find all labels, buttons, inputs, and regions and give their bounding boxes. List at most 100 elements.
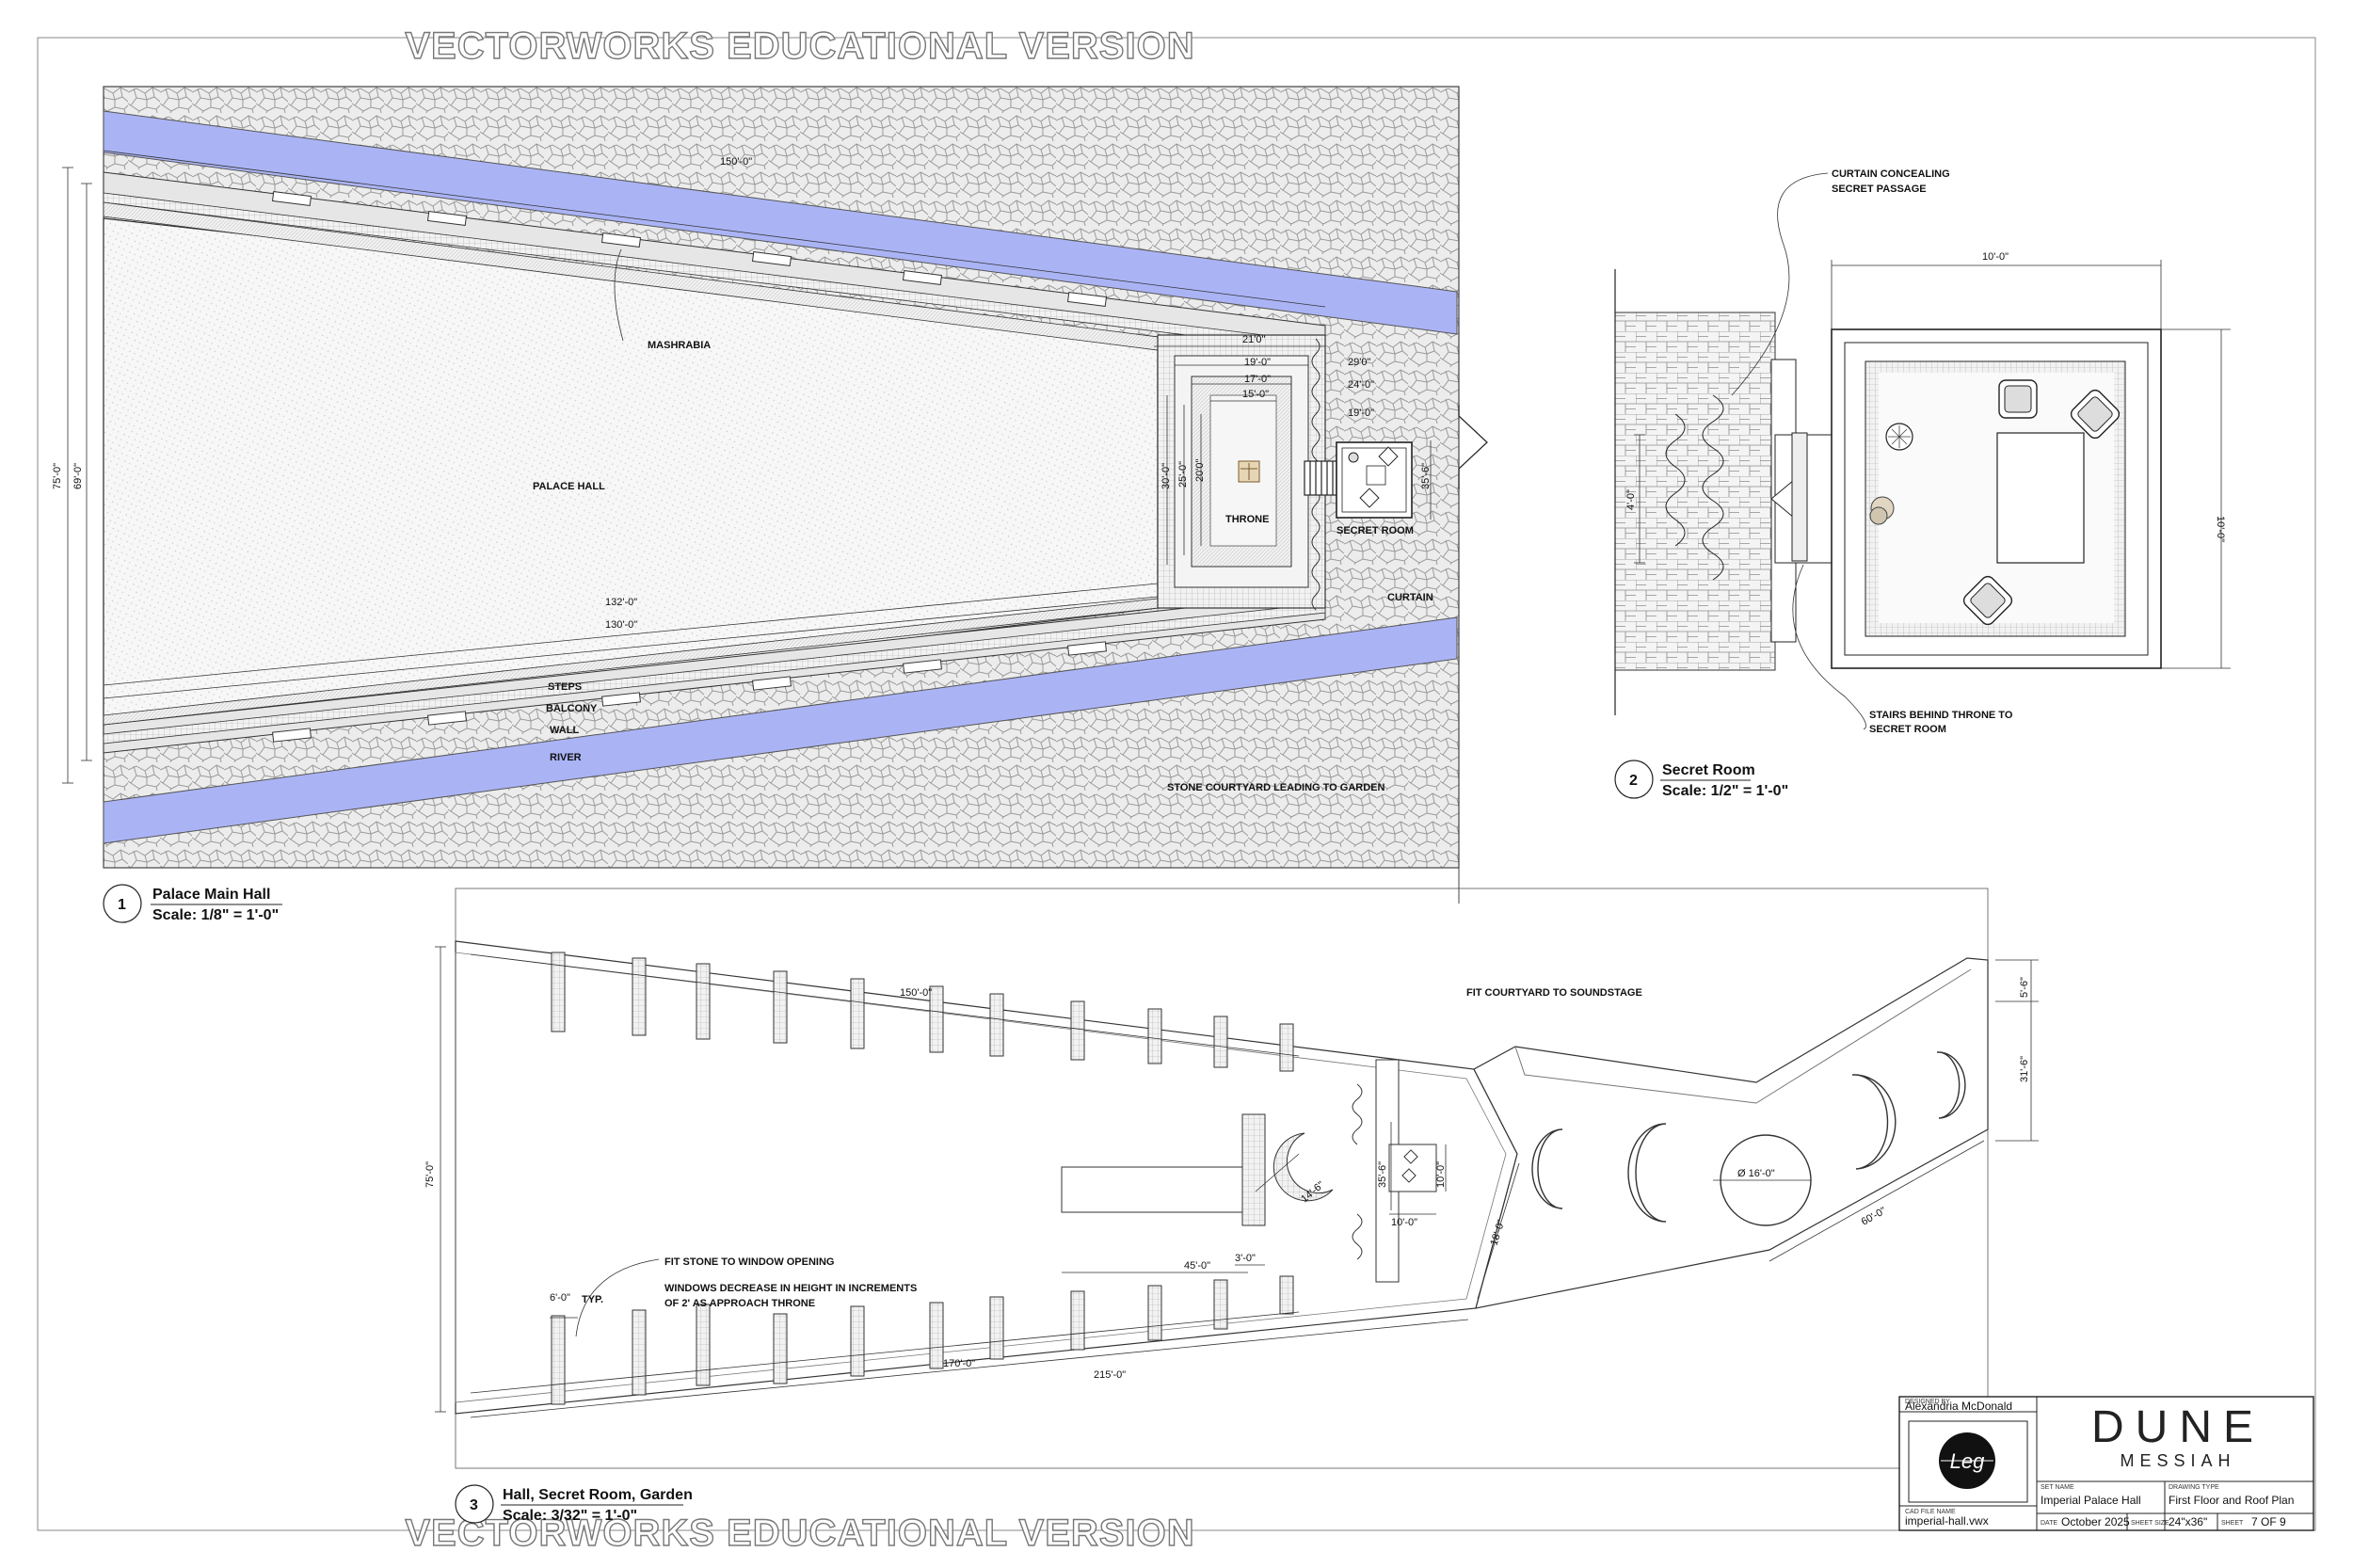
river-bottom [103,616,1458,844]
view1-number-bubble [103,884,142,923]
view2-dim-width: 10'-0" [1982,251,2009,263]
view1-title: Palace Main Hall [152,887,270,903]
view-3-hall-secret-room-garden: FIT COURTYARD TO SOUNDSTAGE FIT STONE TO… [424,868,2039,1524]
throne-platform [1157,334,1326,609]
view3-dimension-lines [435,946,2039,1418]
balcony-label: BALCONY [546,703,598,714]
dim-19: 19'-0" [1244,357,1271,368]
dim-69: 69'-0" [72,463,84,489]
fit-stone-label: FIT STONE TO WINDOW OPENING [664,1256,835,1268]
dim-15: 15'-0" [1242,389,1269,400]
throne-label: THRONE [1225,514,1269,525]
set-name-label: SET NAME [2041,1484,2074,1491]
sheet-number: 7 OF 9 [2251,1515,2286,1528]
dim-29: 29'0" [1348,357,1370,368]
dim-130: 130'-0" [605,619,637,631]
view-2-secret-room: CURTAIN CONCEALING SECRET PASSAGE STAIRS… [1614,168,2231,799]
dim-24: 24'-0" [1348,379,1374,391]
project-subtitle: MESSIAH [2120,1451,2235,1470]
view2-dim-height: 10'-0" [2215,516,2226,542]
secret-room-table [1996,432,2085,564]
view3-title: Hall, Secret Room, Garden [503,1487,693,1503]
steps-label: STEPS [548,681,582,693]
view1-number: 1 [118,897,126,913]
title-block: DESIGNED BY Alexandria McDonald Leg CAD … [1898,1396,2314,1531]
bottom-mashrabia-band [103,602,1326,744]
date-label: DATE [2041,1520,2057,1527]
windows-note-2: OF 2' AS APPROACH THRONE [664,1298,815,1309]
wall-label: WALL [550,725,579,736]
view3-number-bubble [455,1484,494,1524]
bottom-window-marks [272,641,1107,743]
v3-dim-10a: 10'-0" [1391,1217,1417,1228]
curtain-note-1: CURTAIN CONCEALING [1832,168,1950,180]
v3-dim-150: 150'-0" [900,987,932,999]
v3-dim-170: 170'-0" [943,1358,975,1369]
dim-75: 75'-0" [52,463,63,489]
mashrabia-label: MASHRABIA [648,340,711,351]
view2-number: 2 [1629,773,1638,789]
view2-dimension-lines [1634,172,2231,730]
set-name: Imperial Palace Hall [2041,1494,2141,1507]
curtain-label: CURTAIN [1387,592,1433,603]
sheet-border [37,37,2316,1531]
dim-20: 20'0" [1194,459,1206,482]
courtyard-label: STONE COURTYARD LEADING TO GARDEN [1167,782,1385,793]
v3-dim-215: 215'-0" [1094,1369,1126,1381]
throne-area-view3 [1061,1059,1437,1283]
view2-number-bubble [1614,760,1654,799]
v3-dim-75: 75'-0" [424,1161,436,1188]
watermark-top: VECTORWORKS EDUCATIONAL VERSION [405,25,1194,67]
dim-17: 17'-0" [1244,374,1271,385]
secret-room-label: SECRET ROOM [1337,525,1414,536]
v3-dim-5: 5'-6" [2019,977,2030,998]
sheet-size: 24"x36" [2169,1515,2207,1528]
view3-scale: Scale: 3/32" = 1'-0" [503,1508,637,1524]
view1-dimension-lines [62,150,1432,784]
sheet-label: SHEET [2221,1520,2244,1527]
fit-courtyard-label: FIT COURTYARD TO SOUNDSTAGE [1466,987,1642,999]
v3-dim-3: 3'-0" [1235,1253,1256,1264]
palace-hall-label: PALACE HALL [533,481,605,492]
top-window-marks [271,190,1108,308]
designer-name: Alexandria McDonald [1905,1400,2012,1413]
top-windows-view3 [551,952,1294,1072]
designed-by-label: DESIGNED BY [1905,1399,1950,1405]
stairs-to-secret-room [1304,460,1337,496]
throne-cross-runner [1061,1166,1251,1213]
v3-dim-6: 6'-0" [550,1292,570,1304]
view2-title: Secret Room [1662,762,1755,778]
project-title: DUNE [2091,1402,2265,1452]
drawing-type: First Floor and Roof Plan [2169,1494,2294,1507]
v3-dim-45: 45'-0" [1184,1260,1210,1272]
dim-35-6: 35'-6" [1420,463,1432,489]
cad-file-name: imperial-hall.vwx [1905,1514,1989,1528]
view2-dim-passage: 4'-0" [1625,489,1637,510]
cad-file-label: CAD FILE NAME [1905,1509,1956,1515]
curtain-note-2: SECRET PASSAGE [1832,184,1927,195]
river-label: RIVER [550,752,582,763]
hall-inner-outline [455,952,1507,1403]
view-1-palace-main-hall: MASHRABIA PALACE HALL THRONE SECRET ROOM… [52,86,1488,923]
typ-label: TYP. [582,1294,603,1305]
sheet-size-label: SHEET SIZE [2131,1520,2169,1527]
garden-outline [1473,957,1989,1309]
throne-cross-vertical [1241,1113,1266,1226]
dim-21: 21'0" [1242,334,1265,345]
dim-19b: 19'-0" [1348,408,1374,419]
stairs-note-1: STAIRS BEHIND THRONE TO [1869,710,2013,721]
bottom-windows-view3 [551,1275,1294,1405]
view1-scale: Scale: 1/8" = 1'-0" [152,907,279,923]
dim-30: 30'-0" [1160,463,1172,489]
secret-room-small [1336,441,1413,519]
view2-scale: Scale: 1/2" = 1'-0" [1662,783,1788,799]
throne-crescent [1273,1132,1334,1202]
river-top [103,110,1458,335]
v3-dim-35: 35'-6" [1377,1161,1388,1188]
passage-brick [1614,312,1776,671]
date-value: October 2025 [2061,1515,2130,1528]
view3-number: 3 [470,1497,478,1513]
v3-dim-10b: 10'-0" [1435,1161,1447,1188]
curtain-squiggle-view2 [1665,394,1724,581]
dim-132: 132'-0" [605,597,637,608]
